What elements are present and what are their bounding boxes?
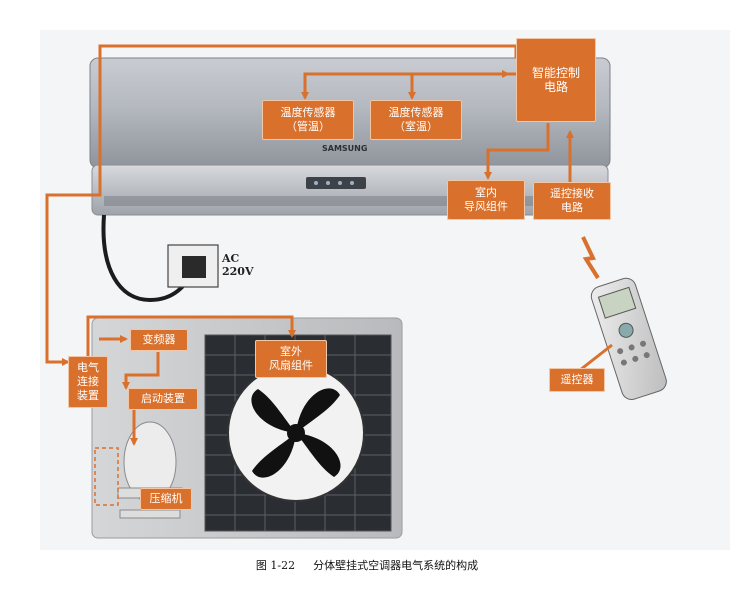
label-electric-connector: 电气 连接 装置	[68, 356, 108, 408]
line-connector-to-outdoor-fan	[86, 315, 296, 356]
power-label-line2: 220V	[222, 265, 254, 278]
label-indoor-fan: 室内 导风组件	[447, 180, 525, 220]
wall-socket	[167, 244, 219, 288]
label-remote-receiver: 遥控接收 电路	[533, 182, 611, 220]
label-compressor: 压缩机	[140, 488, 192, 510]
signal-zigzag	[581, 236, 600, 280]
outdoor-unit	[91, 317, 403, 539]
label-remote: 遥控器	[549, 368, 605, 392]
label-smart-control: 智能控制 电路	[516, 38, 596, 122]
line-control-to-indoor-fan	[484, 123, 550, 180]
power-label-line1: AC	[222, 252, 240, 265]
line-inverter-to-starter	[122, 352, 160, 390]
label-starter: 启动装置	[128, 388, 198, 410]
label-temp-sensor-pipe: 温度传感器 （管温）	[262, 100, 354, 140]
figure-caption: 图 1-22 分体壁挂式空调器电气系统的构成	[0, 557, 734, 573]
figure-number: 图 1-22	[255, 559, 296, 572]
remote-control	[590, 277, 667, 400]
brand-logo: SAMSUNG	[322, 144, 367, 153]
label-outdoor-fan: 室外 风扇组件	[255, 340, 327, 378]
fan-blades	[251, 388, 341, 478]
indoor-display	[306, 177, 366, 189]
compressor-outline-dashed	[94, 447, 119, 506]
label-inverter: 变频器	[130, 329, 188, 351]
power-label: AC 220V	[222, 252, 254, 278]
figure-title: 分体壁挂式空调器电气系统的构成	[313, 559, 479, 572]
line-remote-label	[579, 343, 613, 372]
label-temp-sensor-room: 温度传感器 （室温）	[370, 100, 462, 140]
